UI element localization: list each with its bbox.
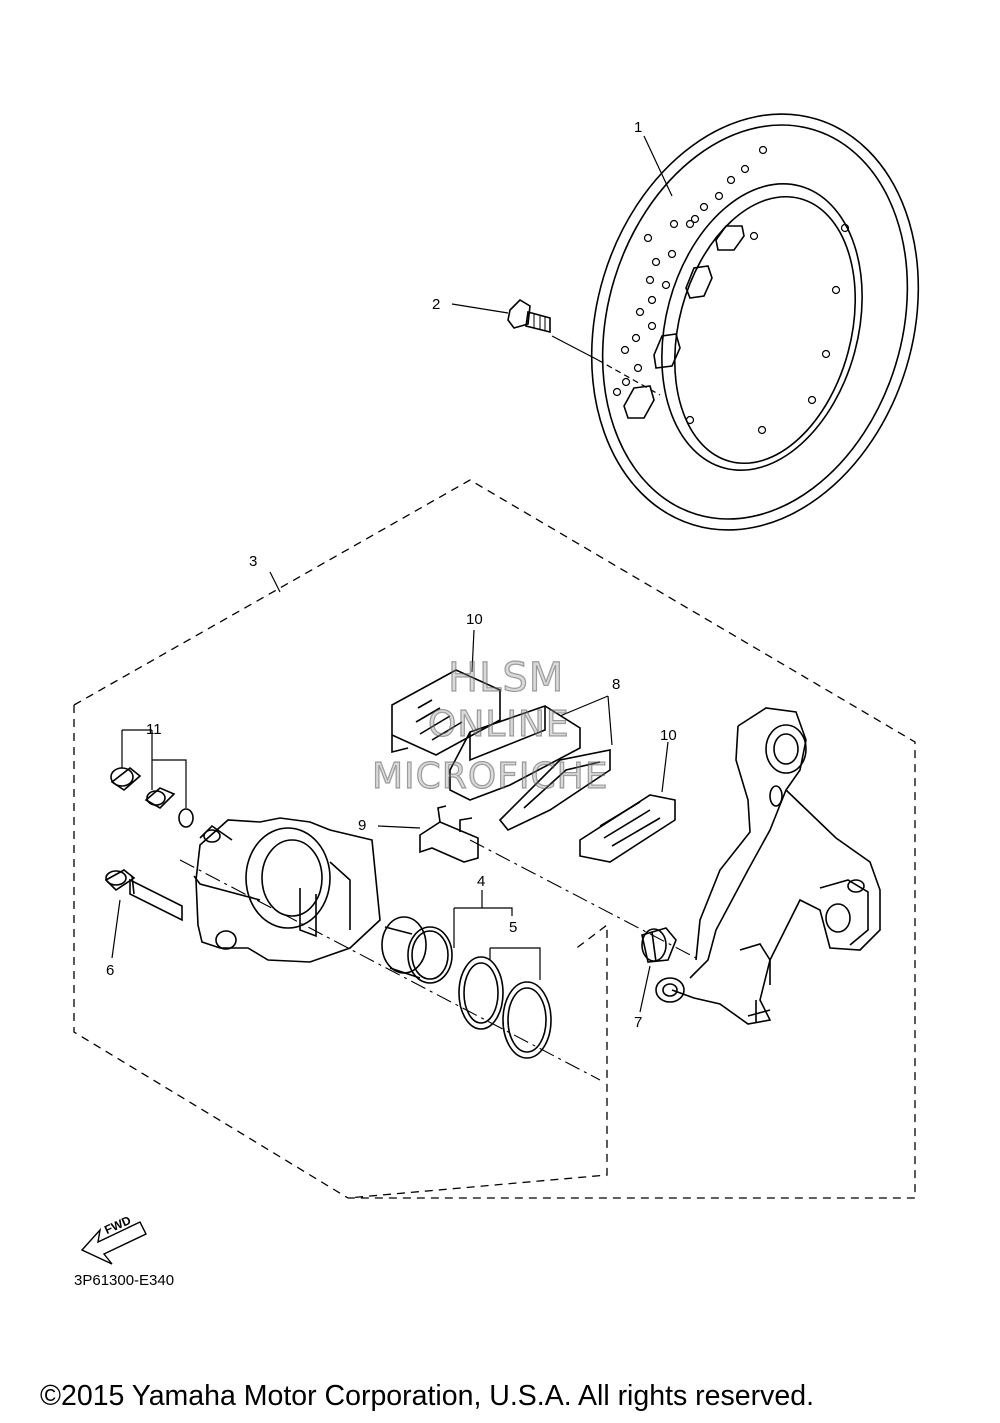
pad-shim-right — [579, 794, 676, 863]
part-label-10-right: 10 — [660, 727, 677, 744]
watermark-line-3: MICROFICHE — [371, 755, 609, 797]
bleed-screw — [110, 766, 194, 828]
piston-seals — [458, 956, 552, 1059]
watermark-line-2: ONLINE — [427, 703, 570, 745]
watermark-line-1: HLSM — [447, 654, 565, 701]
part-label-2: 2 — [432, 296, 441, 313]
diagram-code: 3P61300-E340 — [74, 1272, 175, 1289]
part-label-6: 6 — [106, 962, 115, 979]
pad-spring — [419, 805, 479, 863]
caliper-body — [193, 817, 381, 963]
part-label-8: 8 — [612, 676, 621, 693]
brake-pads — [449, 705, 611, 831]
fwd-arrow-icon — [80, 1221, 147, 1265]
pin-boot — [641, 927, 677, 963]
caliper-bracket — [655, 707, 881, 1025]
part-label-5: 5 — [509, 919, 518, 936]
disc-bolt — [507, 298, 551, 334]
part-label-3: 3 — [249, 553, 258, 570]
part-label-4: 4 — [477, 873, 486, 890]
part-label-10-left: 10 — [466, 611, 483, 628]
part-label-11: 11 — [146, 721, 162, 738]
caliper-pin-bolt — [104, 869, 183, 922]
part-label-1: 1 — [634, 119, 643, 136]
caliper-piston — [381, 916, 453, 984]
pad-shim-left — [391, 669, 501, 756]
part-label-9: 9 — [358, 817, 367, 834]
copyright-notice: ©2015 Yamaha Motor Corporation, U.S.A. A… — [40, 1380, 814, 1412]
brake-disc — [590, 113, 920, 531]
part-label-7: 7 — [634, 1014, 643, 1031]
